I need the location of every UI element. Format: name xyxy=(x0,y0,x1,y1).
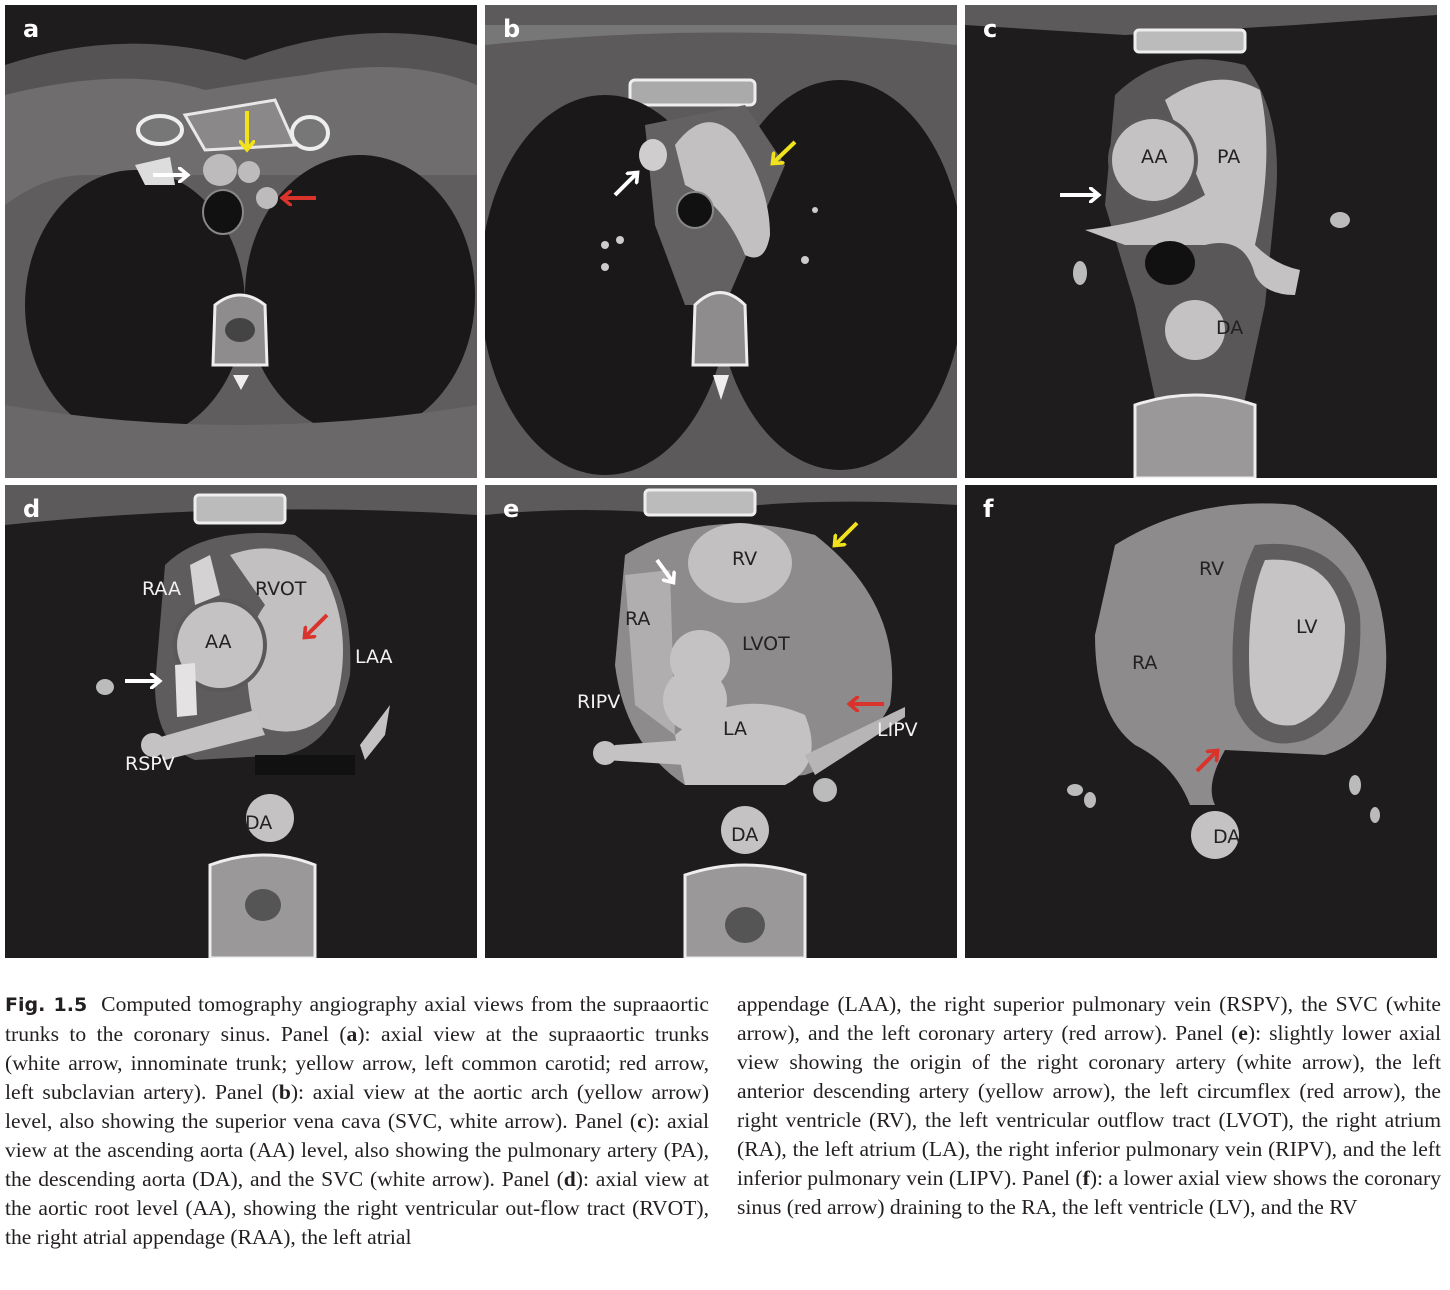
label-rspv: RSPV xyxy=(125,753,175,775)
caption-text-right: appendage (LAA), the right superior pulm… xyxy=(737,992,1441,1219)
ct-image-d xyxy=(5,485,477,958)
caption-text-left: Computed tomography angiography axial vi… xyxy=(5,992,710,1249)
label-pa: PA xyxy=(1217,146,1241,168)
ct-image-e xyxy=(485,485,957,958)
panel-label-b: b xyxy=(503,15,521,43)
label-da: DA xyxy=(245,812,273,834)
yellow-arrow-icon xyxy=(835,521,859,545)
label-da: DA xyxy=(731,824,759,846)
ct-panel-d: d RAA RVOT AA LAA RSPV DA xyxy=(5,485,477,958)
white-arrow-icon xyxy=(655,558,673,582)
label-da: DA xyxy=(1213,826,1241,848)
ct-panel-b: b xyxy=(485,5,957,478)
label-raa: RAA xyxy=(142,578,181,600)
panel-label-e: e xyxy=(503,495,520,523)
label-lipv: LIPV xyxy=(877,719,918,741)
figure-caption-left: Fig. 1.5 Computed tomography angiography… xyxy=(5,990,709,1252)
label-aa: AA xyxy=(205,631,232,653)
label-ra: RA xyxy=(1132,652,1158,674)
panel-label-f: f xyxy=(983,495,994,523)
label-ripv: RIPV xyxy=(577,691,621,713)
figure-label: Fig. 1.5 xyxy=(5,994,88,1016)
label-ra: RA xyxy=(625,608,651,630)
ct-panel-a: a xyxy=(5,5,477,478)
label-lv: LV xyxy=(1296,616,1318,638)
ct-panel-c: c AA PA DA xyxy=(965,5,1437,478)
white-arrow-icon xyxy=(613,173,637,197)
label-lvot: LVOT xyxy=(742,633,790,655)
ct-image-c xyxy=(965,5,1437,478)
yellow-arrow-icon xyxy=(773,140,797,163)
label-rv: RV xyxy=(732,548,758,570)
label-laa: LAA xyxy=(355,646,393,668)
red-arrow-icon xyxy=(1195,751,1217,773)
figure-caption-right: appendage (LAA), the right superior pulm… xyxy=(737,990,1441,1222)
label-la: LA xyxy=(723,718,748,740)
ct-panel-e: e RV RA LVOT RIPV LA LIPV DA xyxy=(485,485,957,958)
panel-label-d: d xyxy=(23,495,41,523)
ct-image-f xyxy=(965,485,1437,958)
panel-label-a: a xyxy=(23,15,40,43)
ct-image-b xyxy=(485,5,957,478)
red-arrow-icon xyxy=(305,613,329,637)
label-da: DA xyxy=(1216,317,1244,339)
label-aa: AA xyxy=(1141,146,1168,168)
label-rv: RV xyxy=(1199,558,1225,580)
panel-label-c: c xyxy=(983,15,998,43)
ct-panel-f: f RV LV RA DA xyxy=(965,485,1437,958)
label-rvot: RVOT xyxy=(255,578,307,600)
ct-image-a xyxy=(5,33,477,478)
